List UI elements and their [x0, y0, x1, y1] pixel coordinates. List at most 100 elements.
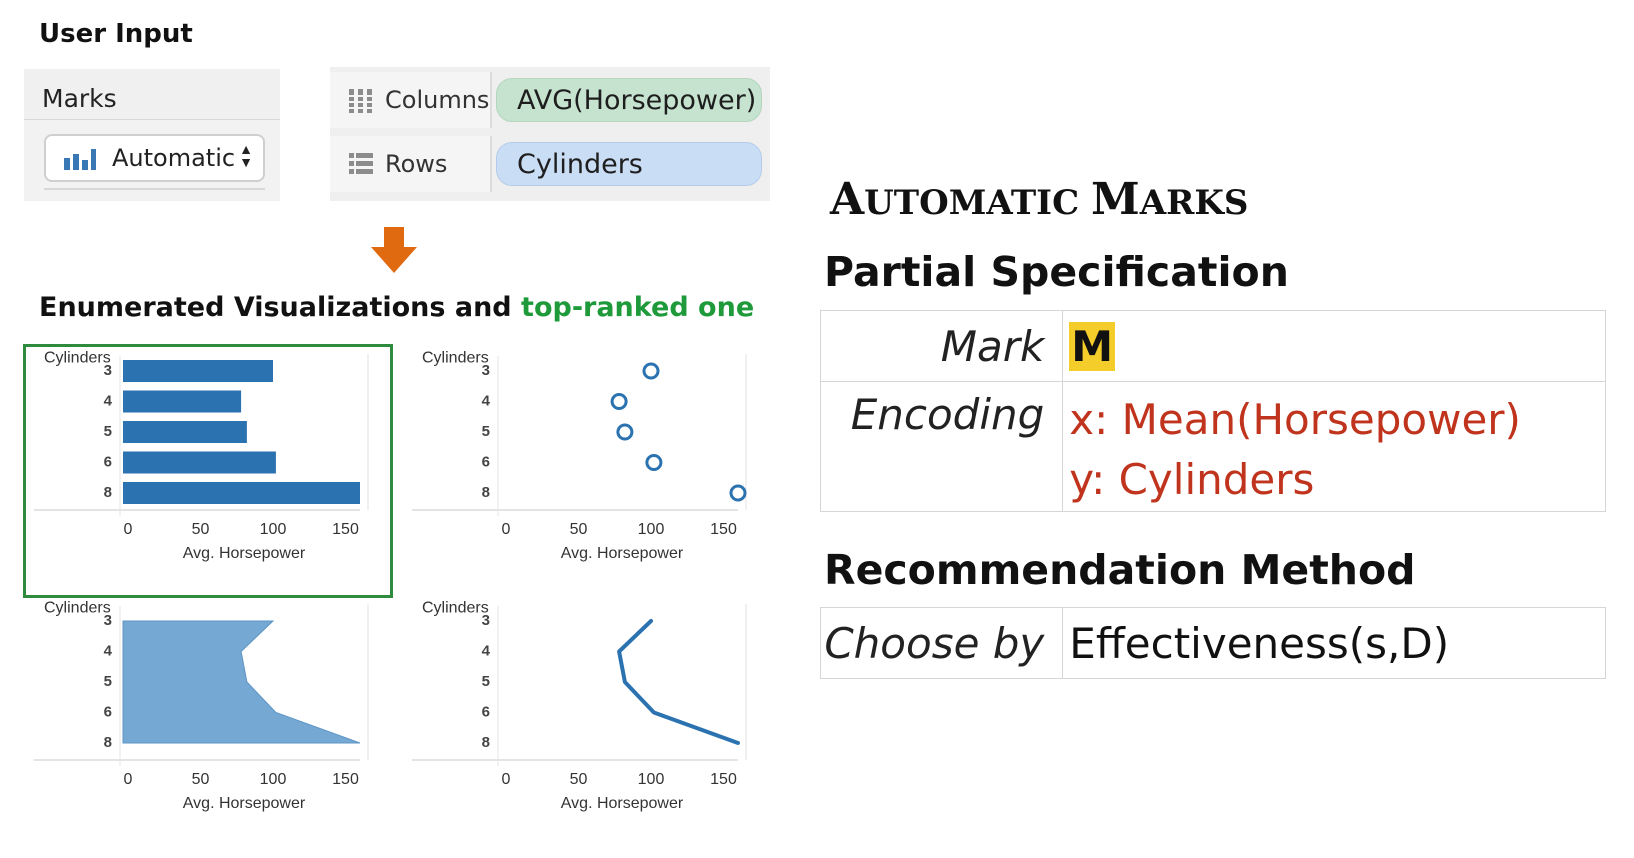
bar — [123, 482, 360, 504]
x-tick-label: 150 — [332, 521, 359, 538]
x-tick-label: 0 — [502, 521, 511, 538]
rows-shelf: Rows Cylinders — [330, 136, 770, 192]
title-rest-2: ARKS — [1139, 183, 1249, 223]
select-arrows-icon: ▲▼ — [239, 141, 253, 170]
bar — [123, 390, 242, 413]
y-tick-label: 6 — [482, 453, 490, 470]
partial-spec-title: Partial Specification — [824, 248, 1289, 296]
mark-type-select[interactable]: Automatic ▲▼ — [44, 134, 265, 182]
y-tick-label: 6 — [482, 703, 490, 720]
encoding-label: Encoding — [819, 381, 1064, 512]
x-tick-label: 100 — [260, 771, 287, 788]
line-series — [617, 619, 740, 745]
y-tick-label: 5 — [104, 673, 112, 690]
marks-card-header — [24, 69, 280, 120]
encoding-x: x: Mean(Horsepower) — [1069, 395, 1521, 444]
mark-value: M — [1069, 321, 1116, 371]
enumerated-title: Enumerated Visualizations and top-ranked… — [39, 292, 754, 323]
x-tick-label: 100 — [638, 521, 665, 538]
y-axis-title: Cylinders — [44, 599, 111, 616]
y-tick-label: 3 — [482, 612, 490, 629]
y-tick-label: 3 — [104, 612, 112, 629]
columns-shelf-label-box: Columns — [330, 72, 492, 128]
choose-by-label: Choose by — [819, 607, 1064, 679]
y-tick-label: 6 — [104, 703, 112, 720]
x-tick-label: 150 — [710, 771, 737, 788]
encoding-value-cell: x: Mean(Horsepower) y: Cylinders — [1062, 381, 1606, 512]
y-tick-label: 3 — [482, 362, 490, 379]
automatic-marks-title: AUTOMATIC MARKS — [830, 174, 1248, 225]
marks-label: Marks — [42, 84, 117, 113]
down-arrow-icon — [371, 227, 417, 273]
x-tick-label: 50 — [570, 521, 588, 538]
encoding-y: y: Cylinders — [1069, 455, 1315, 504]
bar — [123, 421, 247, 443]
x-tick-label: 100 — [638, 771, 665, 788]
y-tick-label: 5 — [482, 423, 490, 440]
x-axis-title: Avg. Horsepower — [183, 545, 306, 562]
y-axis-title: Cylinders — [422, 349, 489, 366]
title-rest-1: UTOMATIC — [864, 183, 1091, 223]
y-tick-label: 8 — [482, 734, 490, 751]
recommendation-table: Choose by Effectiveness(s,D) — [819, 607, 1606, 679]
y-axis-title: Cylinders — [44, 349, 111, 366]
y-tick-label: 4 — [104, 392, 113, 409]
x-tick-label: 0 — [124, 771, 133, 788]
scatter-point — [645, 454, 663, 471]
x-tick-label: 150 — [332, 771, 359, 788]
y-tick-label: 6 — [104, 453, 112, 470]
y-tick-label: 4 — [482, 392, 491, 409]
y-tick-label: 8 — [482, 484, 490, 501]
columns-pill[interactable]: AVG(Horsepower) — [496, 78, 762, 122]
x-axis-title: Avg. Horsepower — [561, 795, 684, 812]
bar-chart-icon — [64, 149, 96, 170]
y-tick-label: 5 — [104, 423, 112, 440]
mark-label: Mark — [819, 310, 1064, 382]
top-ranked-frame — [23, 344, 393, 598]
y-tick-label: 8 — [104, 484, 112, 501]
marks-divider — [44, 188, 265, 196]
bar — [123, 360, 273, 382]
y-tick-label: 3 — [104, 362, 112, 379]
x-tick-label: 150 — [710, 521, 737, 538]
recommendation-title: Recommendation Method — [824, 546, 1416, 594]
enumerated-title-text: Enumerated Visualizations and — [39, 292, 522, 323]
y-axis-title: Cylinders — [422, 599, 489, 616]
mark-type-value: Automatic — [112, 144, 236, 172]
title-cap-m: M — [1090, 174, 1140, 225]
scatter-point — [616, 423, 634, 441]
columns-icon — [348, 89, 374, 113]
x-tick-label: 0 — [124, 521, 133, 538]
x-tick-label: 100 — [260, 521, 287, 538]
user-input-title: User Input — [39, 19, 193, 49]
encoding-row: Encoding x: Mean(Horsepower) y: Cylinder… — [819, 381, 1606, 512]
scatter-point — [610, 393, 628, 410]
choose-by-row: Choose by Effectiveness(s,D) — [819, 607, 1606, 679]
y-tick-label: 5 — [482, 673, 490, 690]
y-tick-label: 8 — [104, 734, 112, 751]
x-tick-label: 50 — [192, 771, 210, 788]
x-tick-label: 0 — [502, 771, 511, 788]
partial-spec-table: Mark M Encoding x: Mean(Horsepower) y: C… — [819, 310, 1606, 512]
y-tick-label: 4 — [482, 642, 491, 659]
rows-icon — [349, 152, 373, 176]
columns-label: Columns — [385, 86, 490, 114]
x-tick-label: 50 — [570, 771, 588, 788]
scatter-point — [642, 362, 660, 380]
scatter-point — [729, 484, 747, 502]
columns-shelf: Columns AVG(Horsepower) — [330, 72, 770, 128]
rows-label: Rows — [385, 150, 448, 178]
area-shape — [122, 620, 361, 744]
y-tick-label: 4 — [104, 642, 113, 659]
top-ranked-label: top-ranked one — [521, 292, 755, 323]
rows-shelf-label-box: Rows — [330, 136, 492, 192]
mark-row: Mark M — [819, 310, 1606, 382]
x-axis-title: Avg. Horsepower — [561, 545, 684, 562]
bar — [123, 451, 276, 474]
rows-pill[interactable]: Cylinders — [496, 142, 762, 186]
title-cap-a: A — [830, 174, 865, 225]
